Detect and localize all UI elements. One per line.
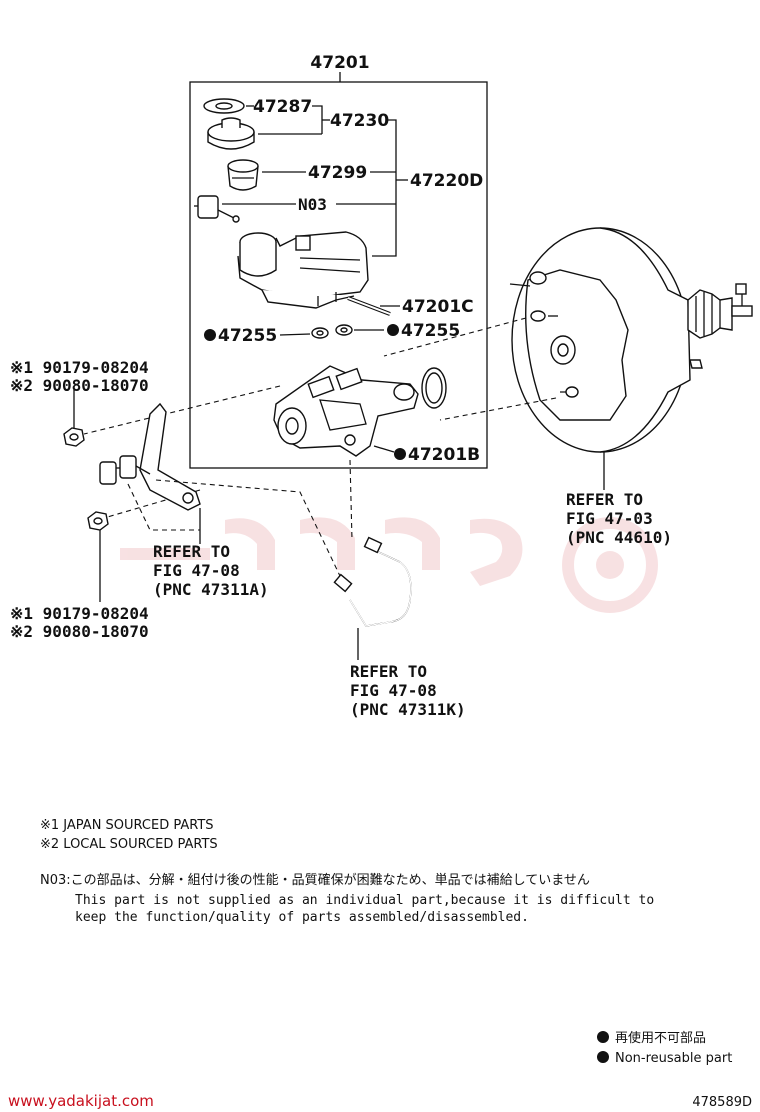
non-reusable-mark-47201B [394,448,406,460]
refer-tube-line2: FIG 47-08 [350,681,437,700]
label-47230: 47230 [330,111,389,131]
guide-line-stud-top [383,317,527,357]
guide-line-tube-bottom [155,479,341,577]
legend-english: Non-reusable part [615,1051,732,1066]
bracket-47230 [312,105,323,134]
refer-booster-line2: FIG 47-03 [566,509,653,528]
refer-booster: REFER TO FIG 47-03 (PNC 44610) [566,490,672,547]
refer-bracket-line3: (PNC 47311A) [153,580,269,599]
grommet-47255-left [311,327,329,339]
note-n03-japanese: N03:この部品は、分解・組付け後の性能・品質確保が困難なため、単品では補給して… [40,872,590,888]
label-47287: 47287 [253,97,312,117]
grommet-47255-right [335,324,353,336]
label-47201C: 47201C [402,297,474,317]
nut-bottom [87,511,109,531]
guide-line-tube-top [349,459,353,541]
assembly-frame [189,81,488,469]
refer-tube: REFER TO FIG 47-08 (PNC 47311K) [350,662,466,719]
nut-top [63,427,85,447]
reservoir-cap-47230 [207,117,255,150]
level-sensor-n03 [194,195,240,223]
label-47255-left: 47255 [218,326,277,346]
label-bolt-bottom-1: ※1 90179-08204 [10,604,149,623]
non-reusable-mark-47255-right [387,324,399,336]
note-japan-sourced: ※1 JAPAN SOURCED PARTS [40,818,214,833]
legend-japanese: 再使用不可部品 [615,1030,706,1046]
watermark-logo [120,517,658,613]
refer-bracket-line1: REFER TO [153,542,230,561]
label-n03: N03 [298,195,327,214]
guide-line-bolt-top [83,385,281,435]
watermark-url: www.yadakijat.com [8,1092,154,1110]
label-47299: 47299 [308,163,367,183]
figure-code: 478589D [692,1095,752,1110]
non-reusable-mark-47255-left [204,329,216,341]
label-47220D: 47220D [410,171,483,191]
reservoir-tank [237,231,369,309]
note-n03-english-line2: keep the function/quality of parts assem… [75,910,529,925]
refer-booster-line1: REFER TO [566,490,643,509]
refer-tube-line3: (PNC 47311K) [350,700,466,719]
brake-booster [509,227,753,453]
label-47255-right: 47255 [401,321,460,341]
refer-bracket-line2: FIG 47-08 [153,561,240,580]
legend-dot-icon-2 [597,1051,609,1063]
leader-47255-left [279,333,311,336]
master-cylinder [273,365,419,457]
guide-line-bolt-bottom [103,489,201,519]
gasket-47287 [203,98,245,114]
refer-tube-line1: REFER TO [350,662,427,681]
label-bolt-bottom-2: ※2 90080-18070 [10,622,149,641]
pin-47201C [347,296,391,316]
strainer-47299 [227,159,259,191]
guide-line-stud-bottom [439,397,557,421]
refer-booster-line3: (PNC 44610) [566,528,672,547]
note-local-sourced: ※2 LOCAL SOURCED PARTS [40,837,218,852]
bracket-47311A [99,402,201,511]
label-bolt-top-2: ※2 90080-18070 [10,376,149,395]
refer-bracket: REFER TO FIG 47-08 (PNC 47311A) [153,542,269,599]
legend-dot-icon [597,1031,609,1043]
brake-tube-47311K [333,536,412,627]
assembly-label-47201: 47201 [310,53,369,73]
note-n03-english-line1: This part is not supplied as an individu… [75,893,654,908]
leader-47201B [373,445,395,453]
label-47201B: 47201B [408,445,480,465]
label-bolt-top-1: ※1 90179-08204 [10,358,149,377]
guide-line-bracket [127,483,200,531]
bracket-47220D [372,119,397,257]
